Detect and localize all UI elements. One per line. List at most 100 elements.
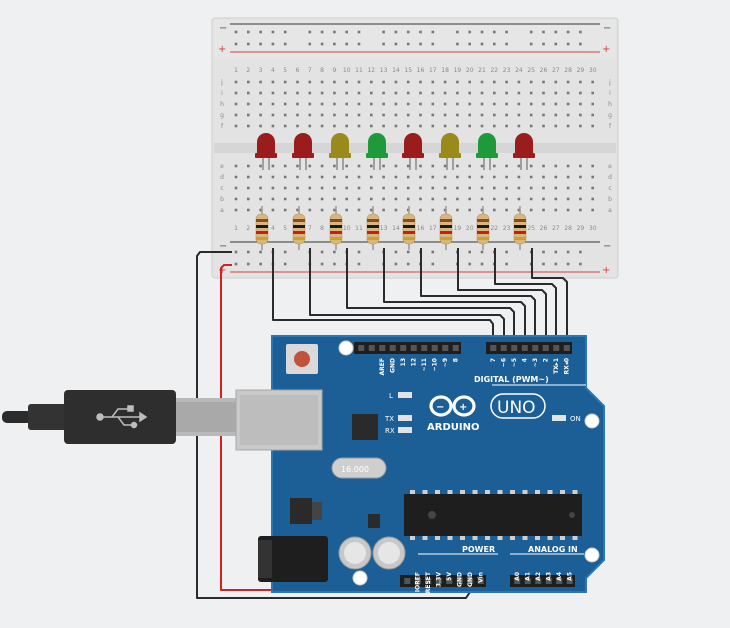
header-socket[interactable] [524,578,531,584]
terminal-hole [591,164,594,168]
usb-cable[interactable] [2,390,236,444]
led-red[interactable] [402,133,424,170]
header-socket[interactable] [414,578,421,584]
wire-signal-1[interactable] [272,248,494,344]
rail-hole [406,250,410,254]
header-socket[interactable] [535,578,542,584]
led-red[interactable] [292,133,314,170]
header-socket[interactable] [521,345,528,351]
header-socket[interactable] [545,578,552,584]
terminal-hole [333,91,336,95]
terminal-hole [271,186,275,190]
rail-hole [234,42,238,46]
rail-hole [394,262,398,266]
terminal-hole [443,208,447,212]
header-socket[interactable] [467,578,474,584]
led-yellow[interactable] [329,133,351,170]
header-socket[interactable] [542,345,549,351]
header-socket[interactable] [563,345,570,351]
column-number: 25 [527,225,535,232]
terminal-hole [480,186,484,190]
column-number: 30 [589,67,597,74]
power-jack-front [258,540,272,578]
header-socket[interactable] [553,345,560,351]
header-socket[interactable] [379,345,386,351]
terminal-hole [234,197,238,201]
arduino-uno-board[interactable]: 16.000 − + ARDUINO UNO L TX RX ON [235,335,605,593]
terminal-hole [406,113,410,117]
pin-label: A0 [514,572,521,581]
header-socket[interactable] [368,345,375,351]
terminal-hole [247,175,250,179]
terminal-hole [591,80,594,84]
header-socket[interactable] [511,345,518,351]
wire-signal-2[interactable] [309,248,505,344]
bottom-rail-plus-right: + [602,265,610,276]
header-socket[interactable] [490,345,497,351]
resistor[interactable] [402,206,416,250]
header-socket[interactable] [410,345,417,351]
atmega-dot [569,512,575,518]
terminal-hole [505,175,508,179]
terminal-hole [505,91,508,95]
header-socket[interactable] [421,345,428,351]
header-socket[interactable] [514,578,521,584]
wire-signal-4[interactable] [383,248,526,344]
terminal-hole [443,80,447,84]
terminal-hole [419,186,422,190]
led-red[interactable] [255,133,277,170]
terminal-hole [357,113,361,117]
led-yellow[interactable] [439,133,461,170]
header-socket[interactable] [566,578,573,584]
wire-signal-8[interactable] [531,248,568,344]
header-socket[interactable] [456,578,463,584]
header-socket[interactable] [431,345,438,351]
resistor[interactable] [255,206,269,250]
header-socket[interactable] [442,345,449,351]
wire-signal-6[interactable] [457,248,547,344]
header-socket[interactable] [425,578,432,584]
header-socket[interactable] [404,578,411,584]
resistor[interactable] [476,206,490,250]
terminal-hole [234,175,238,179]
rail-hole [468,30,471,34]
header-socket[interactable] [532,345,539,351]
header-socket[interactable] [556,578,563,584]
column-number: 22 [490,225,498,232]
uno-badge [490,393,546,419]
header-socket[interactable] [400,345,407,351]
header-socket[interactable] [446,578,453,584]
rail-hole [505,250,508,254]
reset-button[interactable] [294,351,310,367]
resistor[interactable] [292,206,306,250]
wire-signal-7[interactable] [494,248,557,344]
pin-label: 3.3V [436,572,443,588]
header-socket[interactable] [500,345,507,351]
rail-hole [566,42,570,46]
led-green[interactable] [476,133,498,170]
terminal-hole [517,197,521,201]
terminal-hole [456,102,459,106]
row-letter: h [608,101,612,108]
column-number: 29 [577,225,585,232]
pin-label: GND [457,572,464,587]
resistor[interactable] [366,206,380,250]
terminal-hole [271,164,275,168]
header-socket[interactable] [477,578,484,584]
terminal-hole [234,91,238,95]
terminal-hole [333,197,336,201]
terminal-hole [308,80,312,84]
rail-hole [234,262,238,266]
wire-signal-5[interactable] [420,248,536,344]
led-green[interactable] [366,133,388,170]
header-socket[interactable] [435,578,442,584]
header-socket[interactable] [358,345,365,351]
resistor[interactable] [439,206,453,250]
header-socket[interactable] [452,345,459,351]
wire-signal-3[interactable] [346,248,515,344]
header-socket[interactable] [389,345,396,351]
led-red[interactable] [513,133,535,170]
resistor[interactable] [329,206,343,250]
power-jack[interactable] [258,536,328,582]
resistor[interactable] [513,206,527,250]
